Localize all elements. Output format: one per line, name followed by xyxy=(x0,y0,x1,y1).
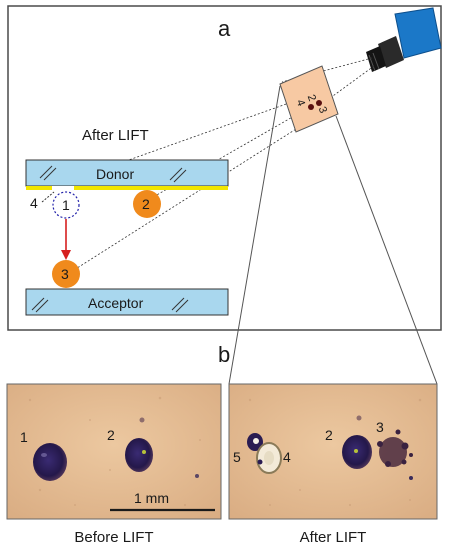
photo-marker-1: 1 xyxy=(20,429,28,445)
spot-1 xyxy=(33,443,67,481)
marker-4-arrow xyxy=(41,191,55,203)
chip-marker: 3 xyxy=(316,105,329,115)
marker-2: 2 xyxy=(142,196,150,212)
panel-a-heading: After LIFT xyxy=(82,127,149,144)
zoom-lines xyxy=(228,85,438,385)
chip-marker: 4 xyxy=(294,98,307,108)
spot-2 xyxy=(125,417,153,472)
photo-marker-4: 4 xyxy=(283,449,291,465)
panel-a-label: a xyxy=(218,16,231,41)
chip-dot xyxy=(308,104,314,110)
photo-before: 1 2 1 mm xyxy=(6,383,222,520)
marker-3: 3 xyxy=(61,266,69,282)
transfer-arrow xyxy=(61,219,71,260)
donor-slide: Donor xyxy=(25,159,229,190)
spot-4 xyxy=(256,442,282,474)
chip-marker: 2 xyxy=(305,93,318,103)
photo-marker-3: 3 xyxy=(376,419,384,435)
glass-hatch-icon xyxy=(39,165,187,183)
photo-marker-2: 2 xyxy=(107,427,115,443)
donor-layer xyxy=(26,186,228,190)
scale-bar-label: 1 mm xyxy=(134,490,169,506)
spot-3 xyxy=(377,429,413,480)
caption-after: After LIFT xyxy=(300,529,367,546)
marker-4: 4 xyxy=(30,195,38,211)
droplet-1 xyxy=(52,191,80,219)
photo-marker-2-after: 2 xyxy=(325,427,333,443)
photo-marker-5: 5 xyxy=(233,449,241,465)
marker-1: 1 xyxy=(62,197,70,213)
droplet-2 xyxy=(133,190,161,218)
photo-after: 5 4 2 3 xyxy=(228,383,438,520)
panel-b-label: b xyxy=(218,342,230,367)
droplet-3 xyxy=(52,260,80,288)
glass-hatch-icon xyxy=(31,297,189,313)
chip-dot xyxy=(316,100,322,106)
spot-5 xyxy=(247,433,263,451)
camera-chip: 2 3 4 xyxy=(279,65,339,133)
donor-label: Donor xyxy=(96,166,134,182)
acceptor-slide: Acceptor xyxy=(25,288,229,316)
camera-icon xyxy=(366,7,442,72)
acceptor-label: Acceptor xyxy=(88,295,144,311)
donor-layer-gap xyxy=(52,186,74,190)
caption-before: Before LIFT xyxy=(74,529,153,546)
spot-2-after xyxy=(342,415,372,469)
panel-a: a 2 3 4 xyxy=(7,5,442,385)
